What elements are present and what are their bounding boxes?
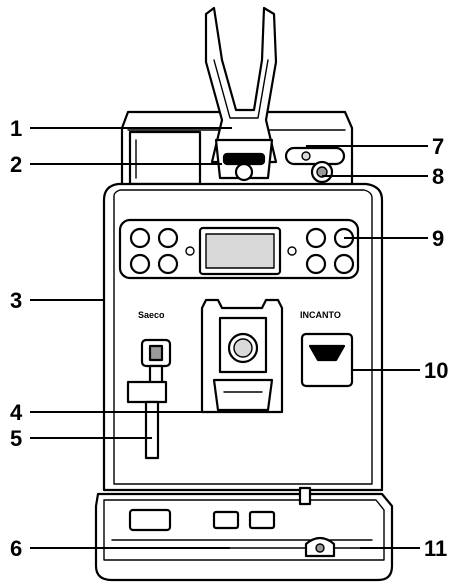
callout-6: 6 (10, 536, 22, 561)
water-tank-lid (128, 130, 202, 186)
callout-8: 8 (432, 164, 444, 189)
bean-hopper-lid (204, 6, 278, 164)
callout-1: 1 (10, 116, 22, 141)
drip-tray (94, 486, 394, 582)
machine-illustration: Saeco INCANTO (94, 6, 394, 582)
callout-10: 10 (424, 358, 448, 383)
brand-logo-left: Saeco (138, 310, 165, 320)
callout-3: 3 (10, 288, 22, 313)
callout-11: 11 (424, 536, 447, 561)
control-panel (118, 218, 360, 280)
callout-numbers: 1 2 3 4 5 6 7 8 9 10 11 (10, 116, 448, 561)
callout-4: 4 (10, 400, 23, 425)
steam-wand (126, 338, 172, 460)
callout-9: 9 (432, 226, 444, 251)
callout-2: 2 (10, 152, 22, 177)
callout-5: 5 (10, 426, 22, 451)
hot-water-dispenser (300, 332, 354, 388)
callout-7: 7 (432, 134, 444, 159)
coffee-dispenser (200, 298, 284, 414)
leader-lines (30, 127, 428, 549)
brand-logo-right: INCANTO (300, 310, 341, 320)
